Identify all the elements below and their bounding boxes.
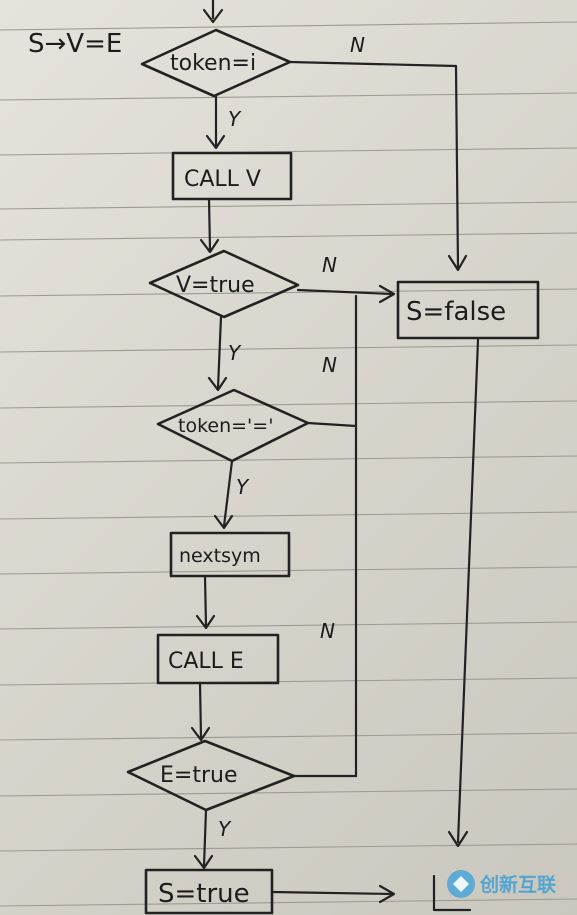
ruled-lines [0,21,577,907]
label-yes-d3: Y [236,475,250,499]
decision-v-true-label: V=true [176,273,255,298]
decision-token-i-label: token=i [170,51,256,76]
arrowhead-icon [205,134,226,150]
label-no-d1: N [350,33,365,57]
edge-d2-yes [216,315,223,390]
arrowhead-icon [193,854,214,870]
arrowhead-icon [190,726,211,742]
arrowhead-icon [447,254,468,272]
arrowhead-icon [207,376,228,392]
watermark: 创新互联 [447,870,556,898]
edge-d1-no [288,60,460,270]
watermark-logo-mark [453,876,469,892]
decision-v-true [148,249,300,319]
arrowhead-icon [195,614,216,630]
decision-e-true-label: E=true [160,763,237,788]
edge-strue-exit [270,890,394,896]
decision-token-eq-label: token='=' [178,415,273,437]
watermark-text: 创新互联 [479,873,556,896]
label-yes-d2: Y [228,341,242,365]
arrowhead-icon [202,8,224,24]
arrowhead-icon [378,284,396,304]
process-call-e-label: CALL E [168,649,244,674]
label-no-d3: N [322,353,337,377]
terminal-exit [432,874,472,912]
arrowhead-icon [199,238,220,254]
process-s-true-label: S=true [158,879,250,909]
edge-d3-no [306,421,358,428]
arrowhead-icon [447,830,469,848]
process-nextsym-label: nextsym [179,545,261,567]
process-s-false [396,280,540,340]
process-call-v [171,151,293,201]
process-call-e [156,633,280,685]
process-call-v-label: CALL V [184,167,261,192]
edge-d4-yes [202,808,208,868]
edge-nextsym-calle [203,574,208,628]
edge-d2-no [296,288,394,296]
label-yes-d1: Y [228,107,242,131]
edge-sfalse-exit [456,338,480,844]
label-no-d2: N [322,253,337,277]
arrowhead-icon [378,884,396,904]
edge-calle-d4 [198,681,203,740]
process-s-false-label: S=false [406,297,506,327]
arrowhead-icon [213,514,234,530]
title: S→V=E [28,29,122,59]
edge-callv-d2 [207,197,212,252]
label-yes-d4: Y [218,817,232,841]
process-nextsym [169,531,291,578]
edge-d3-yes [222,459,234,528]
label-no-d4: N [320,619,335,643]
